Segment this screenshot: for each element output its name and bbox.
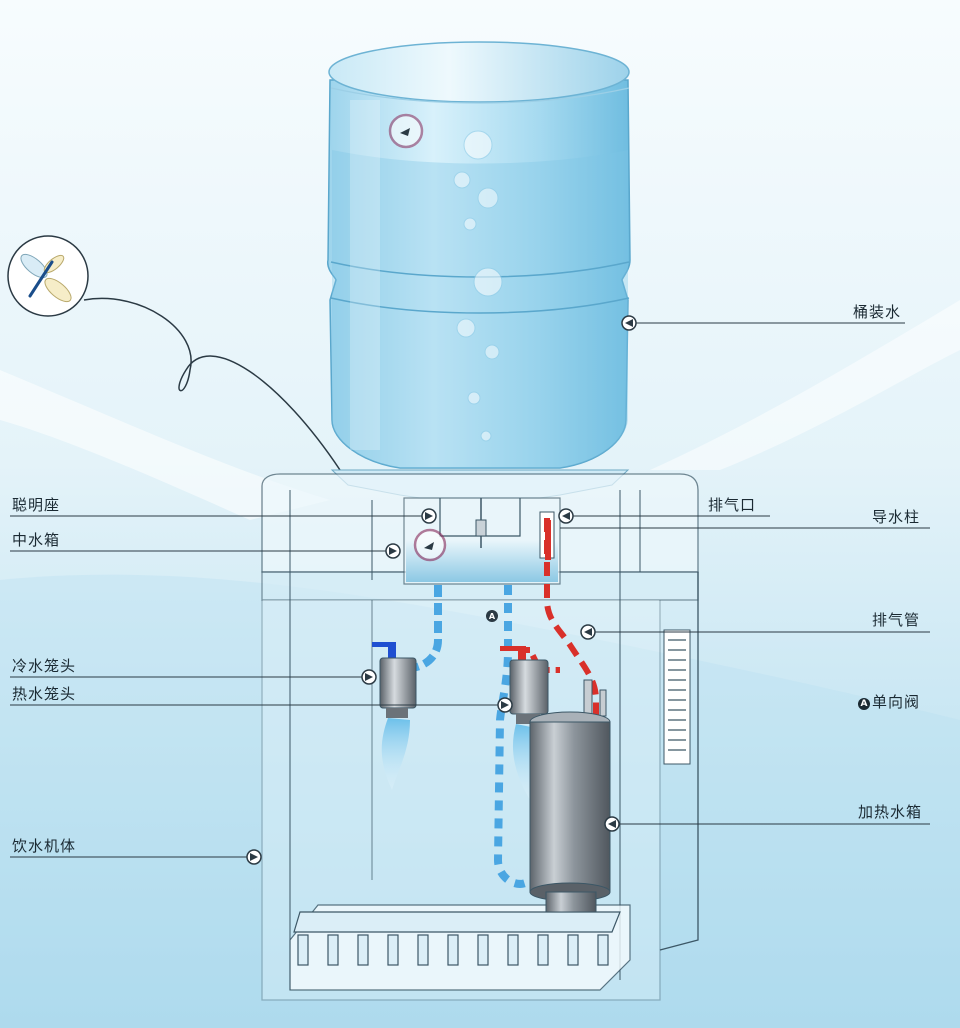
exhaust-pipe	[539, 511, 599, 720]
arrow-left-marker-icon	[604, 816, 620, 832]
arrow-right-marker-icon	[421, 508, 437, 524]
label-exhaust-port: 排气口	[708, 496, 757, 514]
arrow-left-marker-icon	[580, 624, 596, 640]
water-bottle	[327, 41, 631, 499]
svg-text:A: A	[489, 612, 496, 621]
heating-tank	[529, 679, 611, 913]
label-dispenser-body: 饮水机体	[12, 837, 77, 855]
check-valve-text: 单向阀	[872, 693, 921, 711]
background-swoosh-left	[0, 370, 330, 520]
arrow-right-marker-icon	[385, 543, 401, 559]
label-smart-seat: 聪明座	[12, 496, 61, 514]
label-cold-tap: 冷水笼头	[12, 657, 77, 675]
label-bottled-water: 桶装水	[853, 303, 902, 321]
label-exhaust-pipe: 排气管	[872, 611, 921, 629]
dragonfly-icon	[7, 235, 89, 317]
label-heating-tank: 加热水箱	[858, 803, 923, 821]
check-valve-marker-icon: A	[486, 610, 498, 622]
arrow-right-marker-icon	[497, 697, 513, 713]
background-wave	[0, 574, 960, 1028]
cold-water-stream-icon	[381, 718, 410, 790]
hot-water-tap	[500, 646, 549, 724]
arrow-right-marker-icon	[361, 669, 377, 685]
leader-lines	[10, 322, 930, 858]
arrow-right-marker-icon	[246, 849, 262, 865]
dragonfly-flight-path	[83, 297, 341, 471]
middle-tank	[403, 497, 561, 585]
label-hot-tap: 热水笼头	[12, 685, 77, 703]
label-guide-column: 导水柱	[872, 508, 921, 526]
cold-water-tap	[372, 642, 417, 718]
hot-water-supply-pipe	[493, 585, 533, 888]
arrow-left-marker-icon	[621, 315, 637, 331]
label-middle-tank: 中水箱	[12, 531, 61, 549]
check-valve-badge: A	[858, 698, 870, 710]
arrow-left-marker-icon	[558, 508, 574, 524]
